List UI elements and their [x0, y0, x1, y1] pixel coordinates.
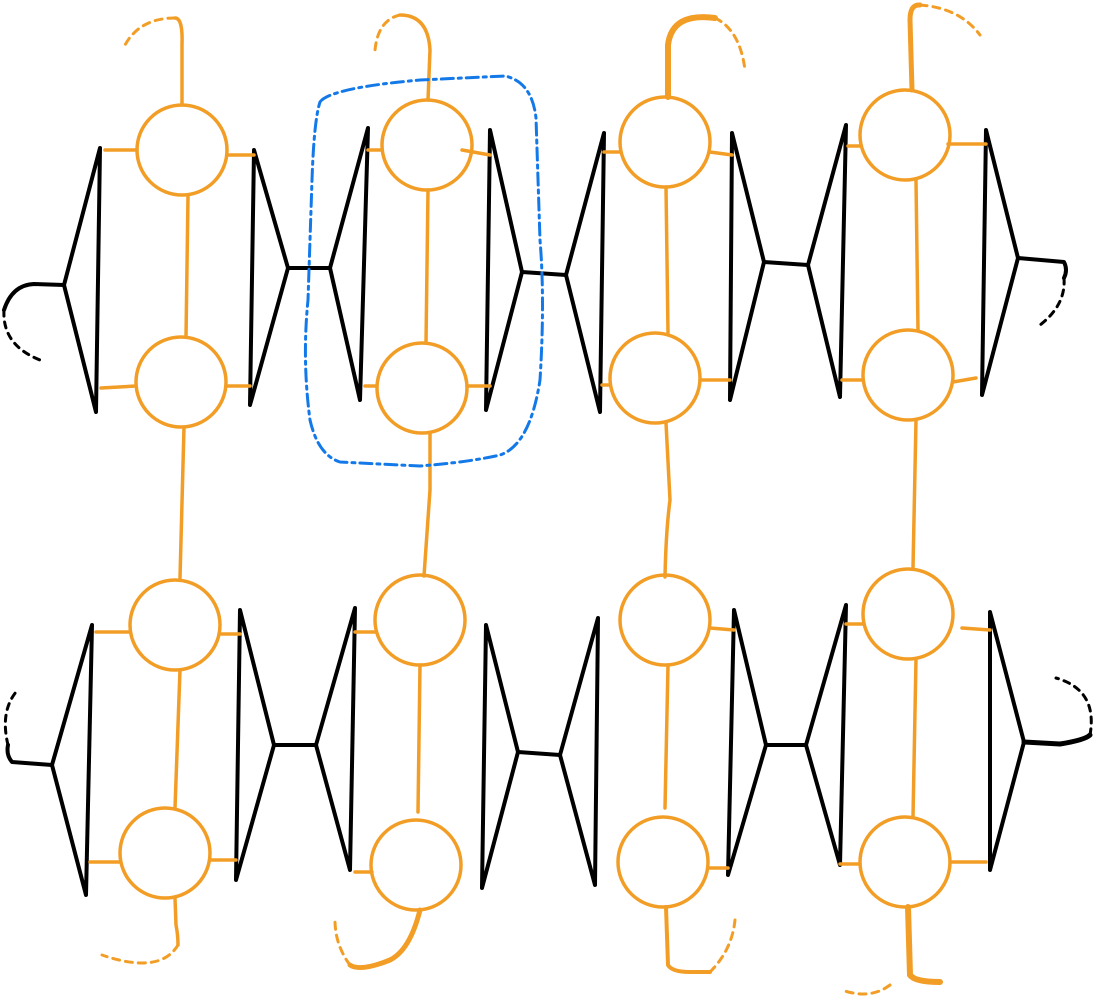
highlight-box: [303, 74, 544, 468]
dashed-open-leg: [3, 690, 18, 747]
leg: [99, 384, 138, 390]
bond-line: [762, 260, 810, 267]
open-end: [5, 743, 54, 767]
leg: [914, 178, 920, 332]
leg: [422, 431, 432, 578]
leg: [398, 13, 432, 102]
leg: [708, 150, 734, 157]
bond-line: [516, 750, 562, 757]
dashed-highlight-box: [303, 74, 544, 468]
leg: [460, 148, 492, 157]
triangle-tensor: [480, 623, 520, 890]
triangle-tensor: [314, 606, 357, 872]
triangle-tensor: [248, 148, 290, 407]
open-end: [1016, 256, 1068, 280]
triangle-tensor: [988, 610, 1026, 872]
dashed-open-leg: [100, 943, 180, 965]
leg: [951, 376, 978, 384]
dashed-open-leg: [2, 308, 42, 362]
open-end: [2, 282, 66, 312]
inter-row-legs: [178, 418, 918, 580]
top-row-nodes: [99, 2, 988, 435]
circle-node: [608, 331, 702, 425]
leg: [664, 185, 670, 335]
dashed-open-leg: [708, 918, 737, 974]
circle-node: [134, 335, 228, 429]
leg: [424, 188, 430, 345]
circle-node: [861, 328, 955, 422]
leg: [184, 194, 190, 339]
dashed-open-leg: [840, 983, 892, 996]
triangle-tensor: [726, 608, 768, 877]
circle-node: [375, 341, 469, 435]
circle-node: [128, 578, 222, 672]
leg: [173, 896, 180, 947]
circle-node: [616, 815, 710, 909]
circle-node: [380, 98, 474, 192]
leg: [663, 663, 670, 810]
circle-node: [861, 567, 955, 661]
circle-node: [858, 815, 952, 909]
circle-node: [118, 806, 212, 900]
leg: [663, 421, 672, 579]
open-end: [1021, 732, 1093, 747]
top-row-orange-dashed: [123, 3, 982, 72]
circle-node: [135, 103, 229, 197]
triangle-tensor: [564, 131, 606, 414]
leg: [911, 418, 918, 570]
leg: [905, 904, 943, 985]
triangle-tensor: [62, 146, 102, 414]
bottom-row-orange-dashed: [100, 918, 892, 996]
triangle-tensor: [806, 123, 848, 399]
bond-line: [520, 270, 568, 277]
leg: [911, 657, 918, 819]
dashed-open-leg: [123, 16, 177, 47]
dashed-open-leg: [333, 918, 352, 967]
leg: [178, 425, 186, 580]
leg: [347, 907, 423, 971]
circle-node: [858, 88, 952, 182]
dashed-open-leg: [713, 16, 747, 72]
bottom-row-nodes: [88, 567, 992, 985]
dashed-open-leg: [1038, 276, 1066, 327]
leg: [907, 2, 923, 93]
bottom-row-dashed-tails: [3, 676, 1093, 747]
leg: [708, 626, 736, 632]
triangle-tensor: [234, 608, 276, 882]
leg: [416, 663, 422, 814]
triangle-tensor: [980, 128, 1020, 397]
leg: [173, 16, 184, 107]
circle-node: [369, 818, 463, 912]
leg: [960, 626, 992, 632]
top-row-triangles: [2, 123, 1068, 414]
circle-node: [618, 95, 712, 189]
dashed-open-leg: [1054, 676, 1093, 737]
triangle-tensor: [50, 623, 94, 897]
triangle-tensor: [804, 603, 848, 867]
top-row-dashed-tails: [2, 276, 1066, 362]
triangle-tensor: [484, 128, 524, 412]
dashed-open-leg: [373, 13, 402, 52]
triangle-tensor: [558, 616, 600, 887]
circle-node: [618, 573, 712, 667]
dashed-open-leg: [918, 3, 982, 37]
leg: [665, 14, 718, 100]
leg: [664, 905, 712, 974]
leg: [173, 668, 182, 810]
bottom-row-triangles: [5, 603, 1093, 897]
circle-node: [373, 573, 467, 667]
triangle-tensor: [328, 126, 370, 402]
triangle-tensor: [728, 131, 766, 402]
